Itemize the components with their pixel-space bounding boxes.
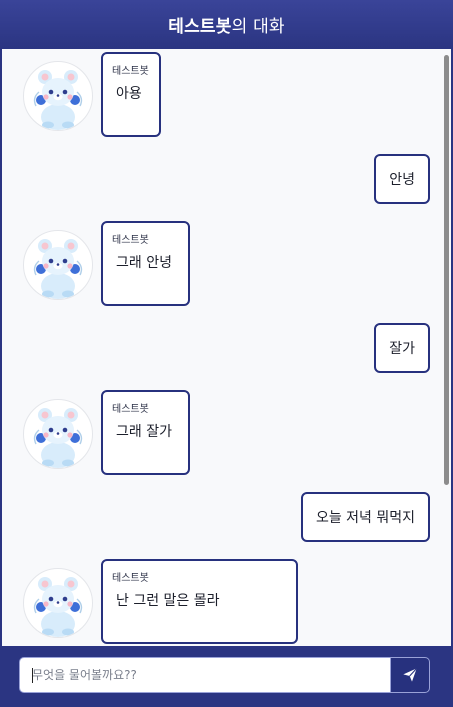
bot-avatar <box>23 399 93 469</box>
message-input[interactable] <box>20 658 390 692</box>
bot-message-bubble: 테스트봇 아용 <box>101 52 161 137</box>
bot-avatar <box>23 230 93 300</box>
bear-mascot-icon <box>24 569 92 637</box>
bot-message-bubble: 테스트봇 그래 잘가 <box>101 390 190 475</box>
bot-sender-name: 테스트봇 <box>112 66 149 77</box>
bot-sender-name: 테스트봇 <box>112 235 149 246</box>
bear-mascot-icon <box>24 231 92 299</box>
user-message-bubble: 안녕 <box>374 154 430 204</box>
paper-plane-icon <box>403 667 418 682</box>
bot-avatar <box>23 568 93 638</box>
message-list[interactable]: 테스트봇 아용 안녕 테스트봇 그래 안녕 잘가 테스트봇 그래 잘가 오늘 저… <box>2 49 451 646</box>
bot-message-text: 아용 <box>116 86 142 102</box>
text-caret <box>32 668 33 683</box>
message-input-box[interactable] <box>19 657 391 693</box>
bot-message-bubble: 테스트봇 난 그런 말은 몰라 <box>101 559 298 644</box>
bot-message-text: 난 그런 말은 몰라 <box>116 593 220 609</box>
chat-header: 테스트봇의 대화 <box>0 0 453 48</box>
send-button[interactable] <box>391 657 430 693</box>
bot-sender-name: 테스트봇 <box>112 404 149 415</box>
bot-message-text: 그래 안녕 <box>116 255 172 271</box>
bot-name-title: 테스트봇 <box>168 16 232 37</box>
message-composer <box>0 646 453 707</box>
chat-title: 테스트봇의 대화 <box>168 12 285 37</box>
bear-mascot-icon <box>24 400 92 468</box>
scrollbar-thumb[interactable] <box>444 55 449 485</box>
user-message-bubble: 잘가 <box>374 323 430 373</box>
bot-sender-name: 테스트봇 <box>112 573 149 584</box>
bot-message-text: 그래 잘가 <box>116 424 172 440</box>
bot-avatar <box>23 61 93 131</box>
bot-message-bubble: 테스트봇 그래 안녕 <box>101 221 190 306</box>
title-suffix: 의 대화 <box>231 16 285 37</box>
user-message-bubble: 오늘 저녁 뭐먹지 <box>300 492 430 542</box>
bear-mascot-icon <box>24 62 92 130</box>
